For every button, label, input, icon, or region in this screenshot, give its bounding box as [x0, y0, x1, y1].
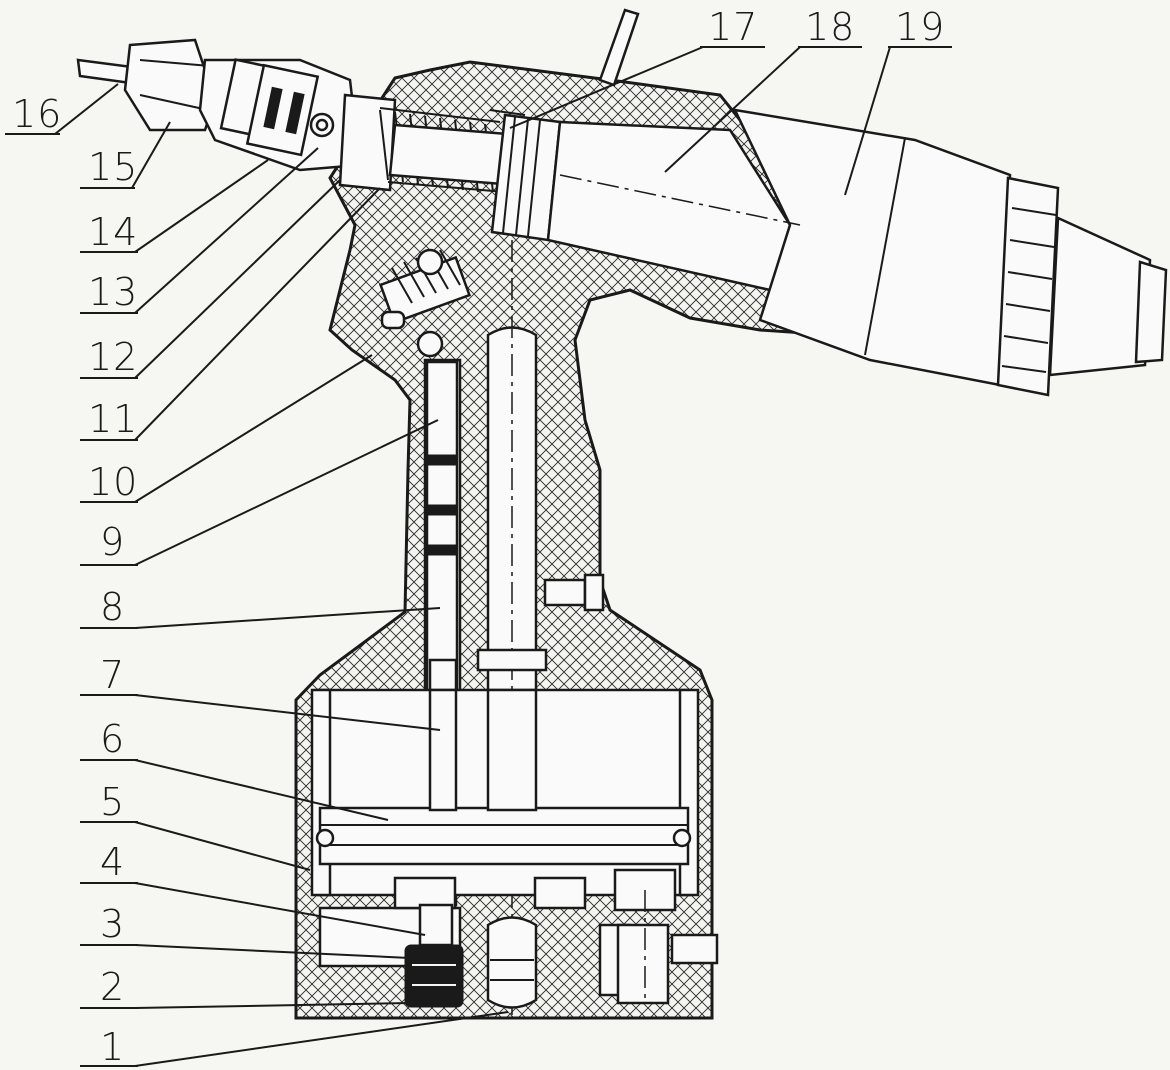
callout-label-11: 11: [88, 397, 138, 441]
callout-5: 5: [80, 780, 311, 871]
callout-label-8: 8: [100, 585, 125, 629]
air-cylinder: [310, 688, 700, 897]
callout-label-15: 15: [88, 145, 138, 189]
callout-13: 13: [80, 147, 319, 314]
callout-label-7: 7: [100, 653, 125, 697]
trigger-mechanism: [378, 248, 472, 358]
callout-label-19: 19: [895, 5, 945, 49]
callout-19: 19: [844, 5, 952, 196]
callout-15: 15: [80, 121, 171, 189]
callout-label-16: 16: [12, 92, 62, 136]
callout-label-9: 9: [100, 520, 125, 564]
callout-label-14: 14: [88, 210, 138, 254]
callout-4: 4: [80, 840, 426, 936]
callout-11: 11: [80, 187, 381, 441]
callout-14: 14: [80, 159, 269, 254]
callout-label-13: 13: [88, 270, 138, 314]
callout-9: 9: [80, 419, 439, 566]
motor-grip-rings: [996, 176, 1060, 397]
callout-17: 17: [509, 5, 765, 129]
callout-label-18: 18: [805, 5, 855, 49]
callout-3: 3: [80, 902, 411, 959]
callout-label-2: 2: [100, 965, 125, 1009]
callout-label-17: 17: [708, 5, 758, 49]
callout-label-6: 6: [100, 717, 125, 761]
callout-18: 18: [664, 5, 862, 173]
callout-8: 8: [80, 585, 441, 629]
callout-12: 12: [80, 179, 341, 379]
motor-assembly: [490, 8, 1168, 397]
callout-label-12: 12: [88, 335, 138, 379]
callout-label-1: 1: [100, 1025, 125, 1069]
callout-6: 6: [80, 717, 389, 821]
callout-label-3: 3: [100, 902, 125, 946]
callout-label-5: 5: [100, 780, 125, 824]
callouts: 16 15 14 13 12 11: [5, 5, 952, 1069]
callout-10: 10: [80, 354, 373, 504]
callout-16: 16: [5, 83, 119, 136]
base-valve-assembly: [318, 868, 719, 1009]
nose-assembly: [76, 38, 526, 193]
callout-label-4: 4: [100, 840, 125, 884]
callout-1: 1: [80, 1011, 509, 1069]
center-rod: [476, 240, 605, 1015]
callout-7: 7: [80, 653, 441, 731]
callout-label-10: 10: [88, 460, 138, 504]
callout-2: 2: [80, 965, 411, 1009]
